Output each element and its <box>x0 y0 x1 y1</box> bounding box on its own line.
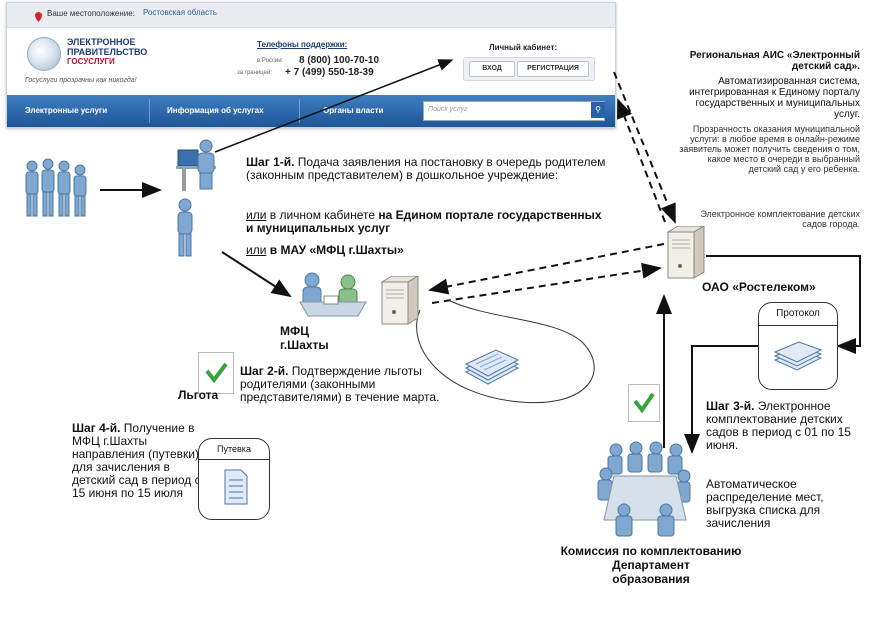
commission-line2: Департамент <box>612 558 690 572</box>
gosuslugi-logo-icon <box>27 37 61 71</box>
mfc-label: МФЦ г.Шахты <box>280 324 329 352</box>
protocol-label: Протокол <box>759 303 837 326</box>
arrow-ais-to-portal <box>617 98 666 223</box>
applicant-at-computer-icon <box>176 139 216 191</box>
commission-label: Комиссия по комплектованию Департамент о… <box>538 544 764 586</box>
nav-authorities[interactable]: Органы власти <box>323 106 384 115</box>
phone1-number: 8 (800) 100-70-10 <box>299 55 380 66</box>
putevka-document: Путевка <box>198 438 270 520</box>
step1-title: Шаг 1-й. <box>246 155 295 169</box>
data-exchange-loop <box>416 299 595 404</box>
portal-top-strip <box>7 3 615 28</box>
nav-separator <box>149 99 150 123</box>
putevka-label: Путевка <box>199 439 269 460</box>
commission-meeting-icon <box>597 441 691 537</box>
lgota-check-icon <box>198 352 234 394</box>
step4-title: Шаг 4-й. <box>72 421 121 435</box>
location-label: Ваше местоположение: <box>47 9 135 18</box>
step3-text: Электронное комплектование детских садов… <box>706 399 851 452</box>
arrow-protocol-to-commission <box>684 345 760 454</box>
applicant-standing-icon <box>177 198 193 257</box>
register-button[interactable]: РЕГИСТРАЦИЯ <box>517 61 589 77</box>
step1-text: Подача заявления на постановку в очередь… <box>246 155 606 182</box>
step3-text2: Автоматическое распределение мест, выгру… <box>706 477 824 530</box>
gosuslugi-portal-screenshot: Ваше местоположение: Ростовская область … <box>6 2 616 128</box>
search-icon[interactable]: ⚲ <box>591 102 605 118</box>
nav-separator <box>299 99 300 123</box>
cabinet-title: Личный кабинет: <box>489 43 558 52</box>
location-select[interactable]: Ростовская область <box>143 8 217 17</box>
logo-line2: ПРАВИТЕЛЬСТВО <box>67 47 148 57</box>
ais-desc: Автоматизированная система, интегрирован… <box>689 76 860 120</box>
step1-or1-bold: на Едином портале государственных и муни… <box>246 208 602 235</box>
protocol-document: Протокол <box>758 302 838 390</box>
arrow-ais-to-mfc <box>428 243 665 295</box>
step1-option-mfc: или в МАУ «МФЦ г.Шахты» <box>246 244 606 257</box>
citizens-group-icon <box>25 158 87 217</box>
step2-title: Шаг 2-й. <box>240 364 289 378</box>
arrow-mfc-to-ais <box>431 262 662 304</box>
documents-pile-icon <box>464 349 520 385</box>
step1-option-portal: или в личном кабинете на Едином портале … <box>246 209 606 235</box>
nav-services-info[interactable]: Информация об услугах <box>167 106 264 115</box>
lgota-label: Льгота <box>178 388 219 402</box>
phones-title[interactable]: Телефоны поддержки: <box>257 40 348 49</box>
step1-block: Шаг 1-й. Подача заявления на постановку … <box>246 156 626 182</box>
portal-slogan: Госуслуги прозрачны как никогда! <box>25 77 137 84</box>
step1-or2-text: в МАУ «МФЦ г.Шахты» <box>266 243 404 257</box>
phone2-number: + 7 (499) 550-18-39 <box>285 67 374 78</box>
phone1-label: в России: <box>257 58 284 64</box>
arrow-portal-to-ais <box>613 71 676 224</box>
login-button[interactable]: ВХОД <box>469 61 515 77</box>
rostelecom-server-icon <box>666 226 705 279</box>
step1-or1: или <box>246 208 267 222</box>
ais-paragraph1: Прозрачность оказания муниципальной услу… <box>679 124 860 174</box>
ais-paragraph2: Электронное комплектование детских садов… <box>700 209 860 229</box>
arrow-applicant-to-portal <box>214 59 454 153</box>
arrow-ais-to-protocol <box>706 255 861 354</box>
step2-block: Шаг 2-й. Подтверждение льготы родителями… <box>240 365 460 404</box>
ais-title: Региональная АИС «Электронный детский са… <box>689 50 860 72</box>
arrow-applicant-to-mfc <box>221 251 292 298</box>
step3-title: Шаг 3-й. <box>706 399 755 413</box>
logo-line1: ЭЛЕКТРОННОЕ <box>67 37 136 47</box>
step1-or2: или <box>246 243 267 257</box>
phone2-label: за границей: <box>237 70 273 76</box>
step3-block: Шаг 3-й. Электронное комплектование детс… <box>706 400 866 452</box>
mfc-desk-icon <box>299 272 367 317</box>
nav-electronic-services[interactable]: Электронные услуги <box>25 106 108 115</box>
commission-line3: образования <box>612 572 690 586</box>
mfc-server-icon <box>380 276 419 325</box>
step4-block: Шаг 4-й. Получение в МФЦ г.Шахты направл… <box>72 422 202 500</box>
step2-text: Подтверждение льготы родителями (законны… <box>240 364 440 404</box>
commission-line1: Комиссия по комплектованию <box>560 544 742 558</box>
step1-or1-text: в личном кабинете <box>266 208 379 222</box>
commission-check-icon <box>628 384 660 422</box>
search-placeholder: Поиск услуг <box>428 106 468 113</box>
protocol-pile-icon <box>773 341 823 371</box>
document-icon <box>224 469 248 505</box>
rostelecom-label: ОАО «Ростелеком» <box>702 280 816 294</box>
step4-text: Получение в МФЦ г.Шахты направления (пут… <box>72 421 201 500</box>
location-pin-icon <box>35 9 42 22</box>
logo-line3: ГОСУСЛУГИ <box>67 57 115 66</box>
